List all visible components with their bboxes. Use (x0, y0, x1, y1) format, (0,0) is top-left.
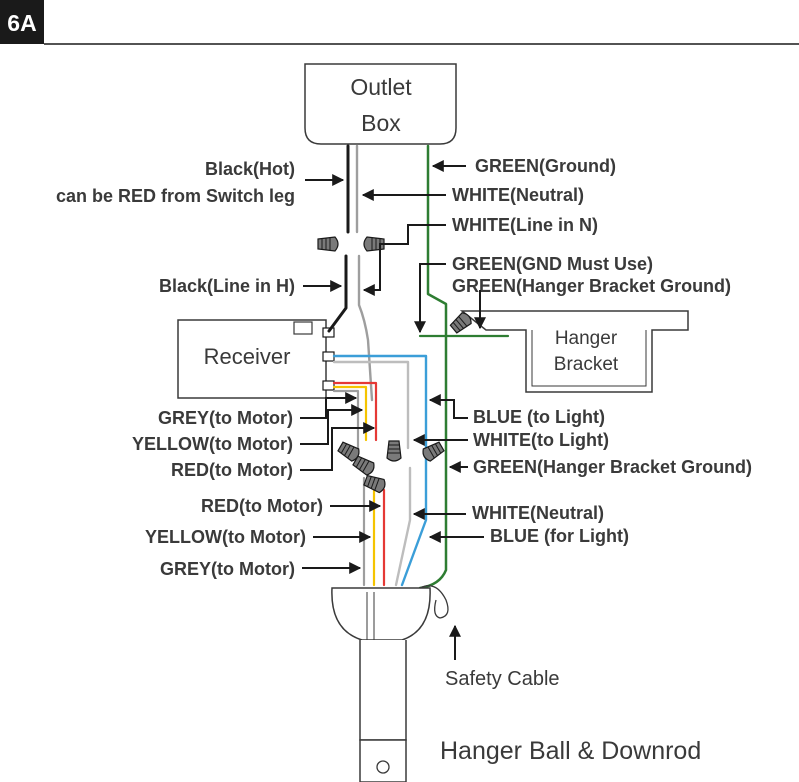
arrows (300, 160, 486, 660)
red-wire-top (332, 381, 378, 442)
label-green-hanger-bracket-ground-mid: GREEN(Hanger Bracket Ground) (473, 457, 752, 477)
outlet-box-label-line1: Outlet (350, 74, 412, 100)
arrow-grey-to-motor-top (300, 392, 358, 419)
hanger-bracket: Hanger Bracket (459, 310, 689, 393)
figure-badge: 6A (0, 0, 44, 44)
arrow-white-line-in-n (362, 224, 446, 296)
label-blue-for-light: BLUE (for Light) (490, 526, 629, 546)
arrow-blue-to-light (428, 394, 468, 419)
label-grey-to-motor-top: GREY(to Motor) (158, 408, 293, 428)
label-white-to-light: WHITE(to Light) (473, 430, 609, 450)
receiver-label: Receiver (204, 344, 291, 369)
receiver: Receiver (177, 319, 335, 399)
svg-text:6A: 6A (7, 10, 36, 36)
label-red-to-motor-top: RED(to Motor) (171, 460, 293, 480)
label-hanger-ball-downrod: Hanger Ball & Downrod (440, 737, 701, 765)
label-white-neutral-bottom: WHITE(Neutral) (472, 503, 604, 523)
arrow-green-gnd-must-use (414, 263, 446, 334)
hanger-bracket-label-line2: Bracket (554, 354, 619, 375)
green-ground-wire (418, 144, 448, 590)
white-light-wire (332, 360, 412, 587)
label-black-hot: Black(Hot) (205, 159, 295, 179)
outlet-box: Outlet Box (304, 63, 457, 145)
label-green-gnd-must-use: GREEN(GND Must Use) (452, 254, 653, 274)
label-white-neutral-top: WHITE(Neutral) (452, 185, 584, 205)
label-black-line-in-h: Black(Line in H) (159, 276, 295, 296)
label-yellow-to-motor-bottom: YELLOW(to Motor) (145, 527, 306, 547)
label-safety-cable: Safety Cable (445, 668, 560, 690)
label-red-switch-leg: can be RED from Switch leg (56, 186, 295, 206)
white-neutral-wire (355, 144, 374, 402)
yellow-wire-top (332, 385, 368, 442)
hanger-bracket-label-line1: Hanger (555, 328, 618, 349)
labels: Black(Hot) can be RED from Switch leg Bl… (56, 156, 752, 765)
arrow-red-to-motor-top (300, 422, 376, 471)
label-grey-to-motor-bottom: GREY(to Motor) (160, 559, 295, 579)
wire-nuts (317, 236, 474, 495)
arrow-yellow-to-motor-top (300, 404, 364, 445)
label-white-line-in-n: WHITE(Line in N) (452, 215, 598, 235)
label-green-hanger-bracket-ground-top: GREEN(Hanger Bracket Ground) (452, 276, 731, 296)
grey-wire-top (332, 389, 360, 452)
black-wire (327, 144, 350, 333)
hanger-ball-downrod (331, 585, 449, 782)
label-blue-to-light: BLUE (to Light) (473, 407, 605, 427)
outlet-box-label-line2: Box (361, 110, 401, 136)
label-red-to-motor-bottom: RED(to Motor) (201, 496, 323, 516)
label-green-ground: GREEN(Ground) (475, 156, 616, 176)
label-yellow-to-motor-top: YELLOW(to Motor) (132, 434, 293, 454)
